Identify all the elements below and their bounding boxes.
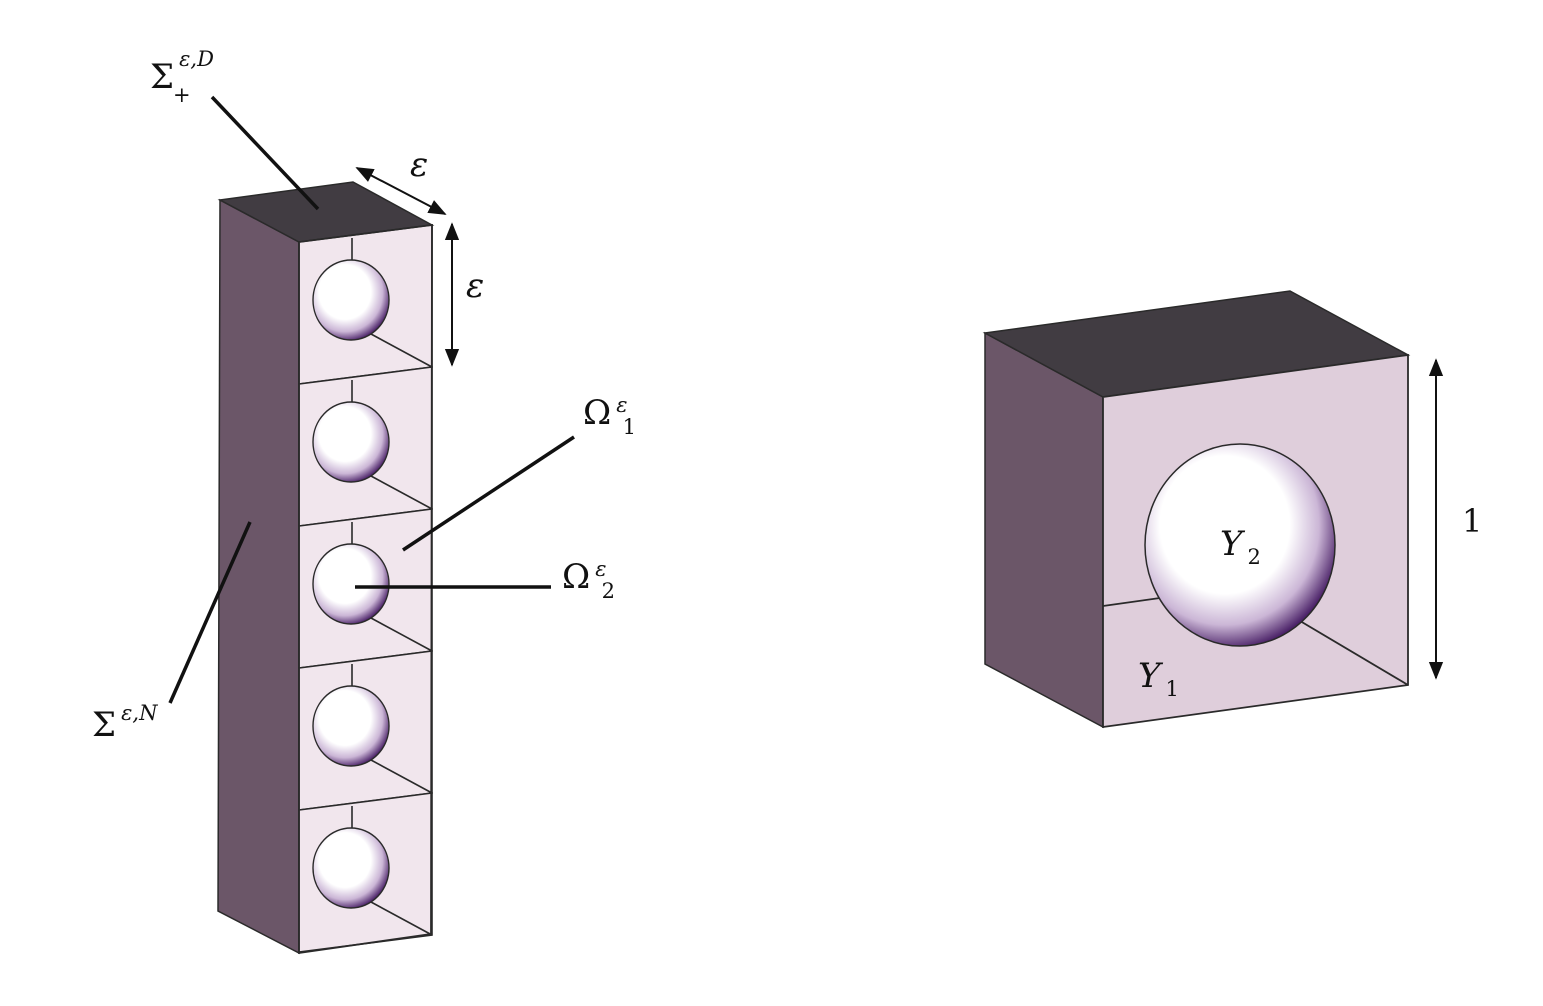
unit-cell-figure bbox=[982, 290, 1411, 729]
omega2-label: Ω ε 2 bbox=[562, 557, 615, 603]
stack-cell-inner-edge-diagonal bbox=[370, 333, 433, 368]
unit-length-label: 1 bbox=[1462, 502, 1482, 540]
eps-height-label: ε bbox=[466, 266, 484, 306]
omega1-leader bbox=[402, 435, 575, 552]
stack-cell-inner-edge-diagonal bbox=[370, 759, 433, 794]
sigma-side-leader bbox=[168, 521, 252, 704]
omega1-label: Ω ε 1 bbox=[583, 393, 636, 439]
stack-side-face bbox=[217, 198, 300, 955]
inclusion-y2 bbox=[1144, 443, 1336, 647]
eps-depth-arrow bbox=[355, 167, 447, 215]
sigma-top-label: Σ ε,D + bbox=[150, 47, 219, 107]
stack-cell-inner-edge-diagonal bbox=[370, 617, 433, 652]
eps-depth-label: ε bbox=[410, 145, 428, 185]
cell-side-face bbox=[984, 331, 1104, 729]
sigma-side-label: Σ ε,N bbox=[92, 701, 158, 745]
cell-stack-figure bbox=[217, 181, 435, 955]
cell-inner-edge-diagonal bbox=[1289, 614, 1409, 686]
inclusion-5 bbox=[312, 827, 390, 909]
inclusion-4 bbox=[312, 685, 390, 767]
inclusion-1 bbox=[312, 259, 390, 341]
sigma-top-leader bbox=[210, 95, 320, 211]
y2-label: Y 2 bbox=[1220, 524, 1261, 569]
cell-inner-edge-left bbox=[1102, 597, 1161, 607]
stack-cell-inner-edge-diagonal bbox=[370, 475, 433, 510]
y1-label: Y 1 bbox=[1138, 656, 1179, 701]
stack-front-outline bbox=[298, 223, 433, 955]
inclusion-2 bbox=[312, 401, 390, 483]
stack-cell-inner-edge-diagonal bbox=[370, 901, 433, 936]
inclusion-3 bbox=[312, 543, 390, 625]
